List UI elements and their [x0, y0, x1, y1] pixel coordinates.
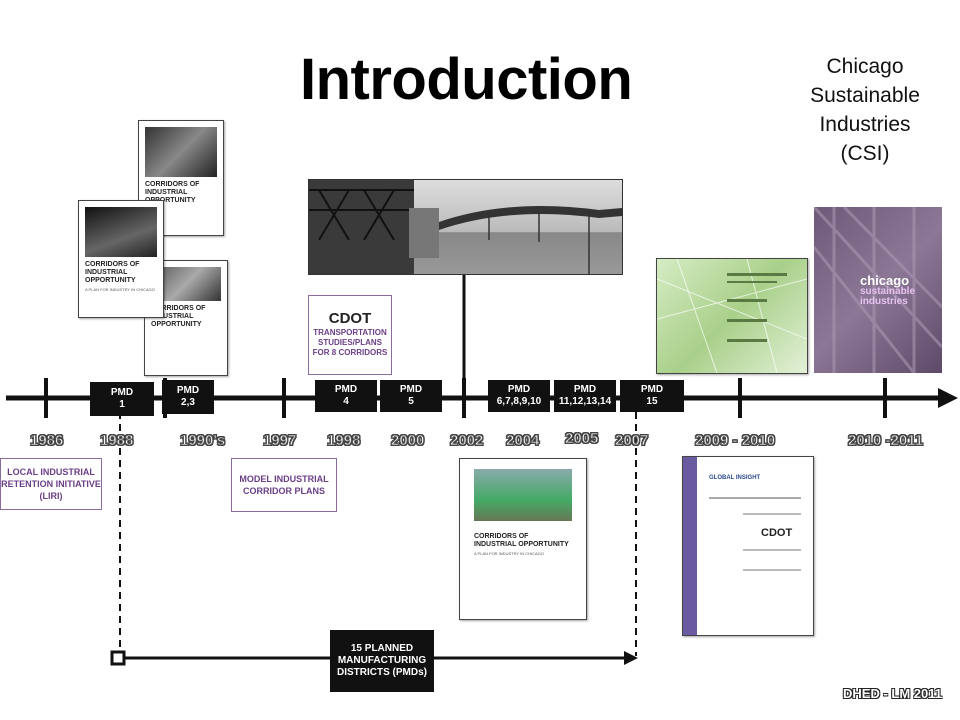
year-label: 1990's: [179, 432, 226, 450]
pmd-number: 1: [119, 399, 125, 410]
doc-subtitle: A PLAN FOR INDUSTRY IN CHICAGO: [85, 287, 155, 292]
year-label: 2007: [614, 432, 649, 450]
cdot-logo: CDOT: [328, 309, 372, 327]
page-title: Introduction: [300, 47, 633, 112]
year-label: 1998: [326, 432, 361, 450]
doc-photo: [474, 469, 572, 521]
csi-line: (CSI): [840, 142, 890, 165]
corridors-doc-thumb: CORRIDORS OF INDUSTRIAL OPPORTUNITY: [138, 120, 224, 236]
report-text-line: [709, 497, 801, 499]
liri-box: LOCAL INDUSTRIAL RETENTION INITIATIVE (L…: [0, 458, 102, 510]
cdot-studies-label: TRANSPORTATION STUDIES/PLANS FOR 8 CORRI…: [312, 327, 388, 357]
doc-title: CORRIDORS OF INDUSTRIAL OPPORTUNITY: [474, 533, 569, 548]
report-text-line: [743, 569, 801, 571]
pmd-label: PMD: [110, 387, 134, 398]
green-plan-doc: [656, 258, 808, 374]
csi-line: Chicago: [826, 55, 904, 78]
doc-photo: [145, 127, 217, 177]
pmd-number: 6,7,8,9,10: [496, 396, 542, 407]
corridors-plan-doc: CORRIDORS OF INDUSTRIAL OPPORTUNITY A PL…: [459, 458, 587, 620]
report-cdot-logo: CDOT: [761, 527, 793, 539]
year-label: 2009 - 2010: [694, 432, 776, 450]
csi-line: Sustainable: [810, 84, 920, 107]
csi-doc-pattern: [814, 207, 942, 373]
pmd-number: 4: [343, 396, 349, 407]
bottom-arrow-start: [110, 650, 126, 666]
pmd-number: 15: [646, 396, 658, 407]
pmd-label: PMD: [507, 384, 531, 395]
doc-title: CORRIDORS OF INDUSTRIAL OPPORTUNITY: [151, 305, 206, 328]
year-label: 2002: [449, 432, 484, 450]
year-label: 2000: [390, 432, 425, 450]
pmd-number: 2,3: [181, 397, 195, 408]
green-plan-pattern: [657, 259, 807, 373]
cdot-studies-box: CDOT TRANSPORTATION STUDIES/PLANS FOR 8 …: [308, 295, 392, 375]
timeline-arrowhead: [938, 388, 958, 408]
pmd-label: PMD: [640, 384, 664, 395]
global-insight-report: GLOBAL INSIGHT CDOT: [682, 456, 814, 636]
report-text-line: [743, 513, 801, 515]
doc-title: CORRIDORS OF INDUSTRIAL OPPORTUNITY: [145, 181, 200, 204]
pmd-label: PMD: [573, 384, 597, 395]
doc-title: CORRIDORS OF INDUSTRIAL OPPORTUNITY: [85, 261, 140, 284]
pmd-number: 5: [408, 396, 414, 407]
corridors-doc-thumb: CORRIDORS OF INDUSTRIAL OPPORTUNITY A PL…: [78, 200, 164, 318]
year-label: 2010 -2011: [847, 432, 924, 450]
csi-label: Chicago Sustainable Industries (CSI): [790, 52, 940, 168]
doc-subtitle: A PLAN FOR INDUSTRY IN CHICAGO: [474, 551, 544, 556]
year-label: 2004: [505, 432, 540, 450]
pmd-number: 11,12,13,14: [558, 396, 612, 407]
pmd-label: PMD: [334, 384, 358, 395]
report-side-bar: [683, 457, 697, 635]
model-corridor-plans-box: MODEL INDUSTRIAL CORRIDOR PLANS: [231, 458, 337, 512]
csi-doc: chicago sustainable industries: [814, 207, 942, 373]
year-label: 1988: [99, 432, 134, 450]
bridge-illustration: [309, 180, 622, 274]
pmd-label: PMD: [399, 384, 423, 395]
csi-line: Industries: [819, 113, 911, 136]
year-label: 1986: [29, 432, 64, 450]
global-insight-logo: GLOBAL INSIGHT: [709, 475, 761, 481]
doc-photo: [85, 207, 157, 257]
bottom-arrowhead: [624, 651, 638, 665]
planned-districts-box: 15 PLANNED MANUFACTURING DISTRICTS (PMDs…: [330, 630, 434, 692]
year-label: 1997: [262, 432, 297, 450]
csi-doc-title: chicago: [860, 273, 910, 288]
report-text-line: [743, 549, 801, 551]
bridge-photo: [308, 179, 623, 275]
pmd-label: PMD: [176, 385, 200, 396]
csi-doc-subtitle: sustainable industries: [860, 286, 916, 307]
footer-label: DHED - LM 2011: [843, 686, 942, 701]
year-label: 2005: [564, 430, 599, 448]
